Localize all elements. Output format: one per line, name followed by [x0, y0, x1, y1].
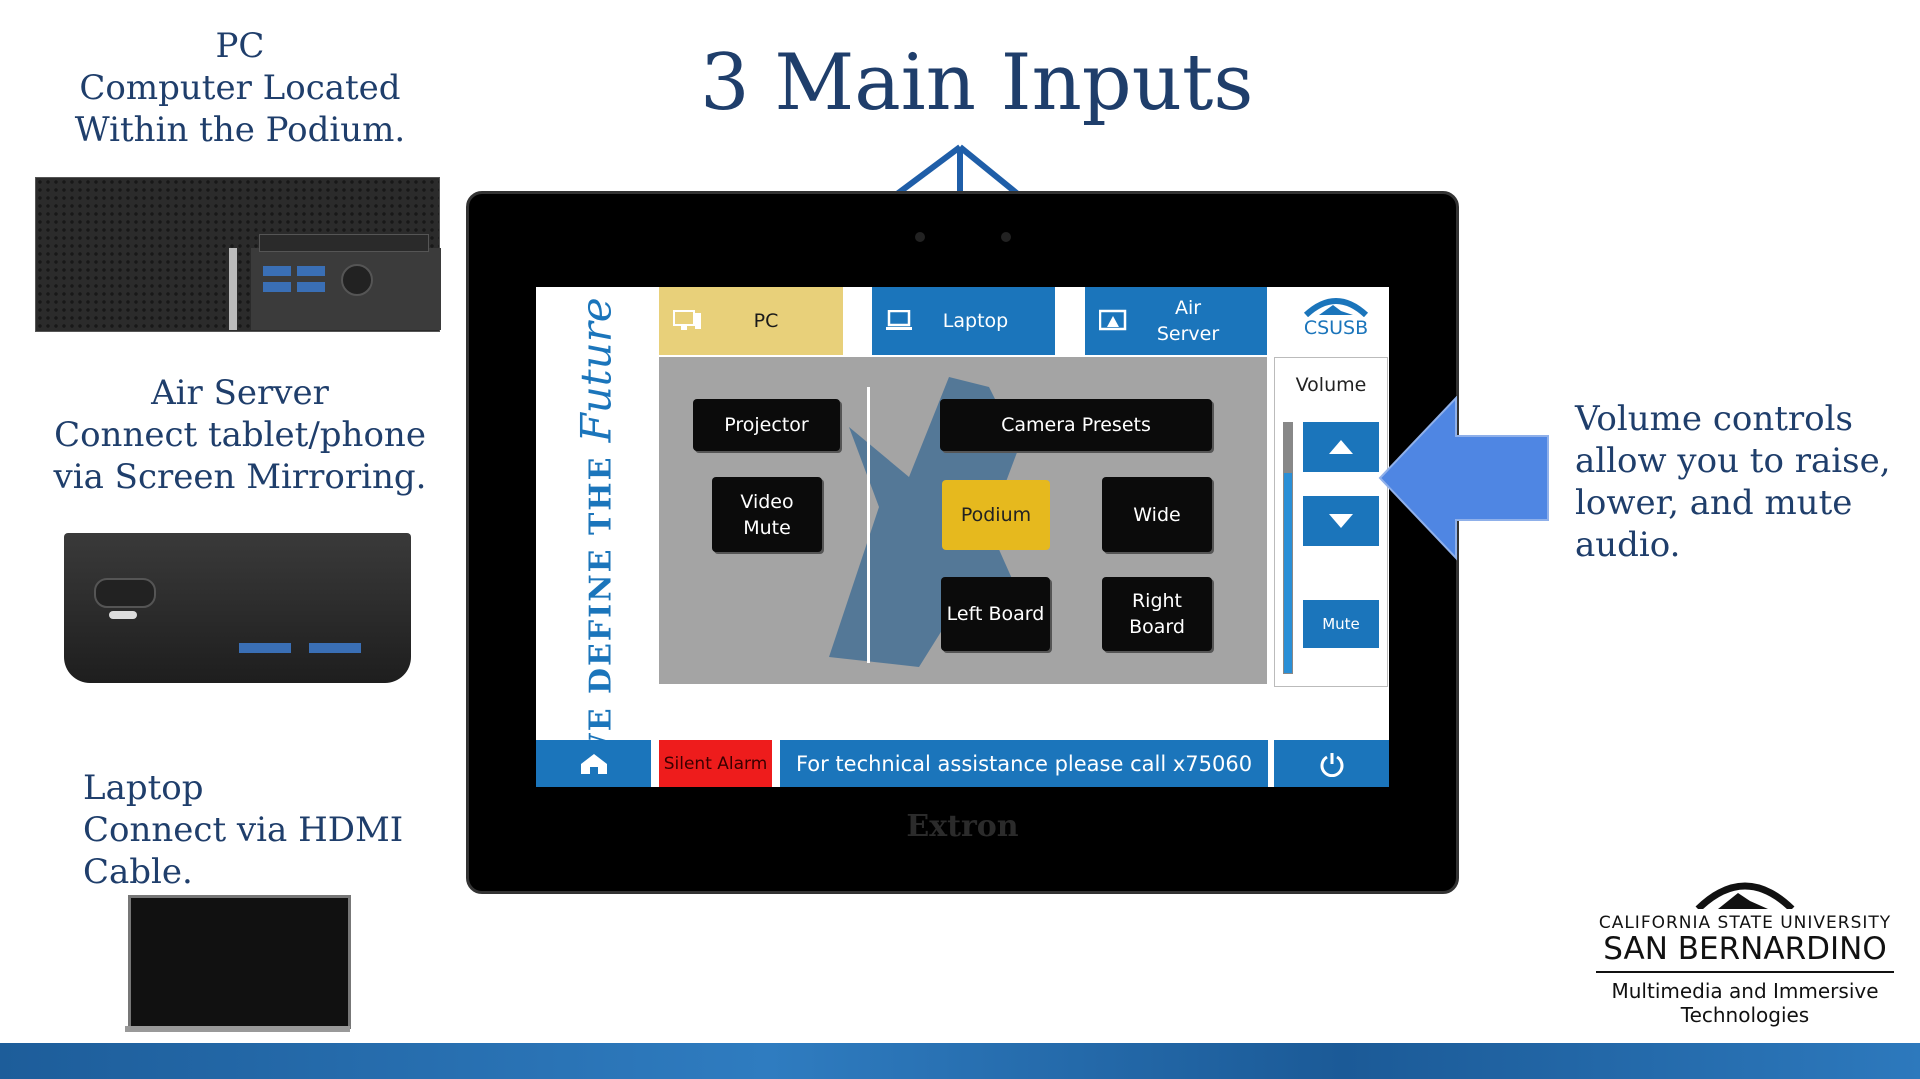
- source-pc-button[interactable]: PC: [659, 287, 843, 355]
- csusb-arc-icon: [1303, 298, 1369, 318]
- air-server-led: [109, 611, 137, 619]
- university-logo: CALIFORNIA STATE UNIVERSITY SAN BERNARDI…: [1590, 873, 1900, 1027]
- volume-label: Volume: [1295, 374, 1367, 396]
- air-server-image: [64, 533, 411, 683]
- volume-up-arrow-icon: [1329, 440, 1353, 454]
- assistance-banner: For technical assistance please call x75…: [780, 740, 1268, 787]
- laptop-base: [125, 1026, 350, 1032]
- volume-callout-line1: Volume controls: [1575, 399, 1853, 439]
- pc-desc-line1: PC: [215, 26, 265, 66]
- source-laptop-button[interactable]: Laptop: [872, 287, 1055, 355]
- pc-image: [35, 177, 441, 332]
- volume-meter: [1283, 422, 1293, 674]
- laptop-desc-line2: Connect via HDMI: [83, 810, 404, 850]
- projector-button[interactable]: Projector: [693, 399, 840, 451]
- home-icon: [580, 753, 607, 774]
- laptop-description: Laptop Connect via HDMI Cable.: [83, 767, 443, 893]
- volume-callout-line2: allow you to raise,: [1575, 441, 1891, 481]
- home-button[interactable]: [536, 740, 651, 787]
- pc-desc-line3: Within the Podium.: [74, 110, 406, 150]
- pc-drive-slot: [259, 234, 429, 252]
- usb-port: [297, 282, 325, 292]
- extron-brand: Extron: [906, 809, 1019, 844]
- pc-power-button: [341, 264, 373, 296]
- monitor-icon: [673, 310, 701, 330]
- vertical-slogan: WE DEFINE THE Future: [572, 297, 621, 767]
- volume-meter-fill: [1284, 473, 1292, 673]
- air-server-button: [94, 578, 156, 608]
- silent-alarm-button[interactable]: Silent Alarm: [659, 740, 772, 787]
- volume-down-arrow-icon: [1329, 514, 1353, 528]
- usb-port: [239, 643, 291, 653]
- pc-stripe: [229, 248, 237, 330]
- department-line2: Technologies: [1680, 1003, 1810, 1027]
- source-air-server-button[interactable]: Air Server: [1085, 287, 1267, 355]
- slogan-script: Future: [571, 297, 621, 443]
- airplay-icon: [1099, 309, 1127, 331]
- volume-callout-arrow: [1378, 396, 1549, 561]
- air-label-line1: Air: [1174, 297, 1202, 319]
- laptop-desc-line1: Laptop: [83, 768, 204, 808]
- air-server-description: Air Server Connect tablet/phone via Scre…: [40, 372, 440, 498]
- power-icon: [1320, 752, 1343, 777]
- source-pc-label: PC: [753, 310, 779, 332]
- usb-port: [297, 266, 325, 276]
- pc-description: PC Computer Located Within the Podium.: [60, 25, 420, 151]
- usb-port: [263, 282, 291, 292]
- usb-port: [309, 643, 361, 653]
- air-desc-line2: Connect tablet/phone: [54, 415, 426, 455]
- usb-port: [263, 266, 291, 276]
- video-mute-line1: Video: [740, 490, 794, 513]
- department-line1: Multimedia and Immersive: [1611, 979, 1879, 1003]
- volume-callout-line3: lower, and mute: [1575, 483, 1853, 523]
- footer-band: [0, 1043, 1920, 1079]
- video-mute-button[interactable]: Video Mute: [712, 477, 822, 552]
- podium-preset-button[interactable]: Podium: [942, 480, 1050, 550]
- laptop-icon: [886, 310, 912, 330]
- pc-front-panel: [251, 234, 441, 330]
- volume-down-button[interactable]: [1303, 496, 1379, 546]
- right-board-preset-button[interactable]: Right Board: [1102, 577, 1212, 651]
- camera-dot: [915, 232, 925, 242]
- csusb-logo: CSUSB: [1291, 293, 1381, 349]
- left-board-preset-button[interactable]: Left Board: [941, 577, 1050, 651]
- air-desc-line1: Air Server: [151, 373, 329, 413]
- video-mute-line2: Mute: [743, 516, 791, 539]
- university-name-line2: SAN BERNARDINO: [1603, 931, 1887, 967]
- volume-panel: Volume Mute: [1274, 357, 1388, 687]
- air-label-line2: Server: [1156, 323, 1220, 345]
- source-laptop-label: Laptop: [942, 310, 1009, 332]
- slide-title: 3 Main Inputs: [700, 38, 1254, 128]
- volume-callout-line4: audio.: [1575, 525, 1681, 565]
- air-desc-line3: via Screen Mirroring.: [53, 457, 427, 497]
- laptop-desc-line3: Cable.: [83, 852, 193, 892]
- volume-up-button[interactable]: [1303, 422, 1379, 472]
- laptop-image: [125, 895, 351, 1032]
- csusb-mountain-arc-icon: [1695, 882, 1795, 912]
- wide-preset-button[interactable]: Wide: [1102, 477, 1212, 552]
- csusb-logo-text: CSUSB: [1303, 317, 1369, 339]
- power-button[interactable]: [1274, 740, 1389, 787]
- control-divider: [867, 387, 870, 663]
- camera-presets-button[interactable]: Camera Presets: [940, 399, 1212, 451]
- sensor-dot: [1001, 232, 1011, 242]
- logo-divider: [1596, 971, 1894, 973]
- pc-desc-line2: Computer Located: [79, 68, 401, 108]
- volume-callout: Volume controls allow you to raise, lowe…: [1575, 398, 1891, 566]
- source-air-server-label: Air Server: [1157, 295, 1219, 347]
- university-name-line1: CALIFORNIA STATE UNIVERSITY: [1598, 913, 1892, 933]
- slogan-text: WE DEFINE THE: [583, 455, 619, 767]
- volume-mute-button[interactable]: Mute: [1303, 600, 1379, 648]
- touch-panel-screen: WE DEFINE THE Future PC Laptop Air Serve…: [536, 287, 1389, 787]
